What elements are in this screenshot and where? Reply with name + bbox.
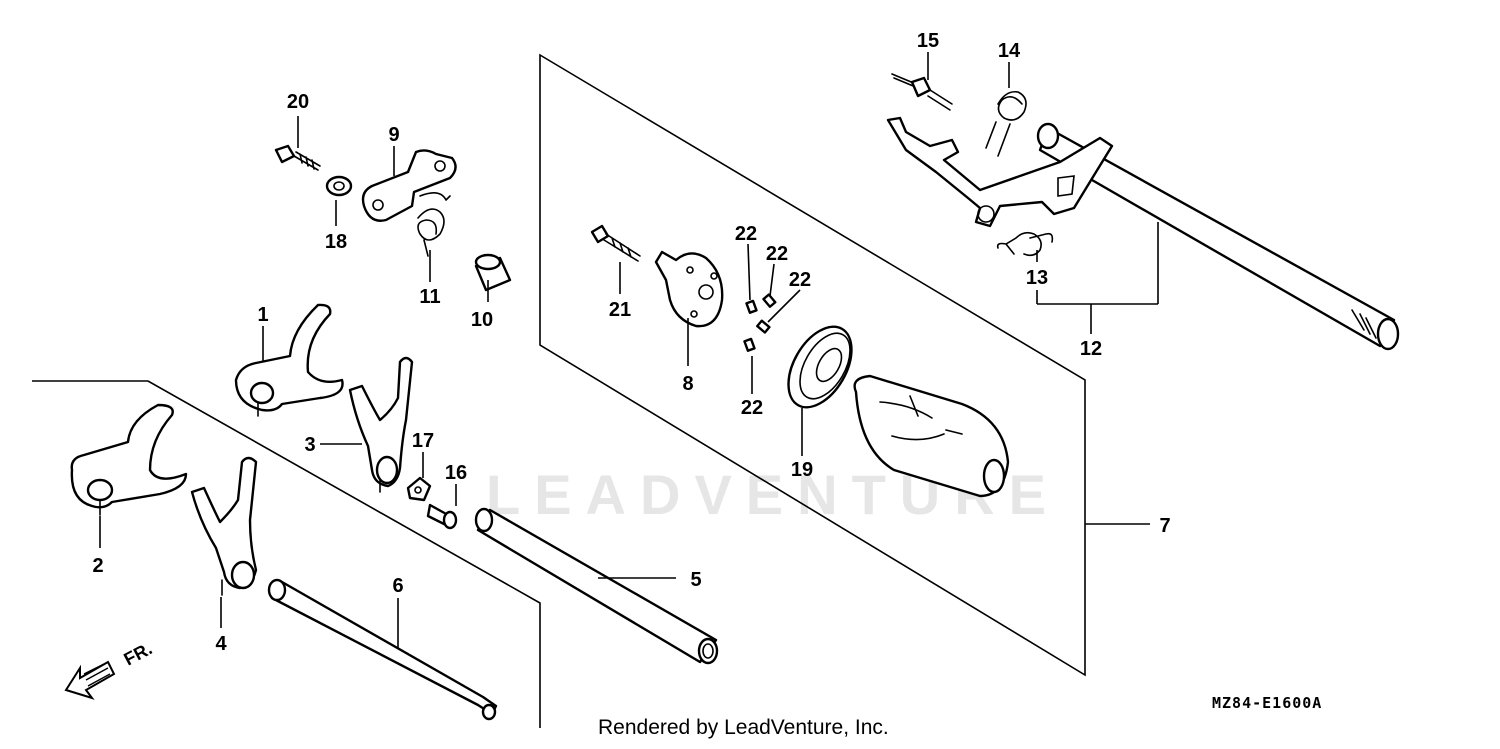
- callout-22: 22: [741, 397, 763, 419]
- credit-text: Rendered by LeadVenture, Inc.: [598, 716, 889, 739]
- bearing-19[interactable]: [775, 316, 864, 418]
- fork-shaft-5[interactable]: [474, 507, 719, 665]
- callout-22: 22: [766, 243, 788, 265]
- callout-20: 20: [287, 91, 309, 113]
- gearshift-spindle-12[interactable]: [886, 116, 1400, 351]
- bolt-16[interactable]: [426, 503, 458, 530]
- callout-10: 10: [471, 309, 493, 331]
- front-label: FR.: [120, 638, 155, 669]
- callout-5: 5: [690, 569, 701, 591]
- shift-fork-3[interactable]: [348, 356, 414, 493]
- callout-21: 21: [609, 299, 631, 321]
- fork-shaft-6[interactable]: [267, 578, 498, 721]
- callout-4: 4: [215, 633, 227, 655]
- callout-14: 14: [998, 40, 1021, 62]
- collar-10[interactable]: [474, 253, 512, 292]
- shift-drum[interactable]: [853, 374, 1010, 498]
- shift-fork-1[interactable]: [234, 303, 344, 417]
- callout-12: 12: [1080, 338, 1102, 360]
- callout-22: 22: [789, 269, 811, 291]
- callout-19: 19: [791, 459, 813, 481]
- washer-18[interactable]: [325, 175, 353, 197]
- callout-15: 15: [917, 30, 939, 52]
- stopper-arm-9[interactable]: [361, 149, 457, 222]
- spring-14[interactable]: [985, 90, 1027, 157]
- diagram-code: MZ84-E1600A: [1212, 694, 1323, 712]
- callout-13: 13: [1026, 267, 1048, 289]
- leader-lines: [99, 52, 1159, 648]
- callout-22: 22: [735, 223, 757, 245]
- drum-plate-8[interactable]: [654, 250, 724, 328]
- callout-11: 11: [419, 286, 440, 308]
- bolt-21[interactable]: [590, 224, 641, 262]
- pin-22[interactable]: [743, 293, 777, 352]
- callout-7: 7: [1159, 515, 1170, 537]
- drum-assembly-frame: [539, 53, 1086, 677]
- pin-plate-17[interactable]: [406, 476, 432, 502]
- bolt-20[interactable]: [274, 144, 321, 171]
- shift-fork-2[interactable]: [70, 403, 188, 516]
- callout-8: 8: [682, 373, 693, 395]
- bolt-15[interactable]: [891, 73, 953, 111]
- spring-11[interactable]: [417, 192, 451, 257]
- front-direction-arrow-icon: FR.: [64, 638, 155, 700]
- callout-1: 1: [257, 304, 268, 326]
- spring-13[interactable]: [996, 231, 1054, 257]
- callout-9: 9: [388, 124, 399, 146]
- shift-fork-4[interactable]: [190, 456, 258, 596]
- case-reference-line: [32, 380, 541, 728]
- callout-18: 18: [325, 231, 347, 253]
- callout-3: 3: [304, 434, 315, 456]
- callout-17: 17: [412, 430, 434, 452]
- callout-6: 6: [392, 575, 403, 597]
- callout-16: 16: [445, 462, 467, 484]
- callout-2: 2: [92, 555, 103, 577]
